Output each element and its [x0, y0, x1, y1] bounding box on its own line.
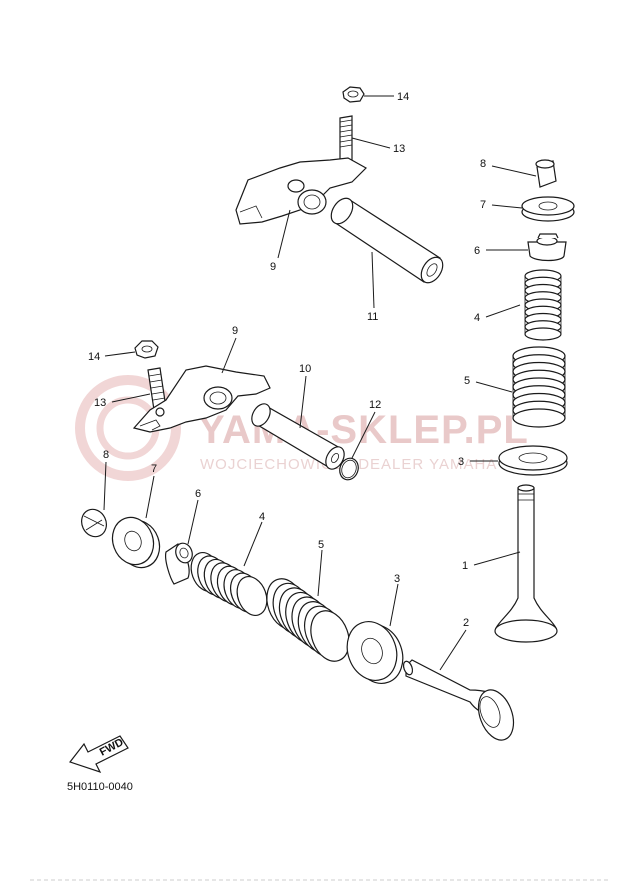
rocker-shaft-mid [251, 403, 345, 470]
watermark-brand: YAMA-SKLEP.PL [198, 408, 529, 452]
diagram-code: 5H0110-0040 [67, 781, 133, 793]
spring-seat-left [346, 621, 404, 684]
spring-retainer-left [111, 516, 161, 569]
callout-14-mid: 14 [88, 351, 100, 363]
callout-14-top: 14 [397, 91, 409, 103]
callout-5-left: 5 [318, 539, 324, 551]
callout-8-right: 8 [480, 158, 486, 170]
callout-1: 1 [462, 560, 468, 572]
callout-9-top: 9 [270, 261, 276, 273]
callout-9-mid: 9 [232, 325, 238, 337]
locknut-top [342, 86, 365, 103]
callout-6-right: 6 [474, 245, 480, 257]
valve-spring-inner-right [524, 269, 562, 341]
callout-6-left: 6 [195, 488, 201, 500]
callout-5-right: 5 [464, 375, 470, 387]
adjuster-screw-top [339, 115, 353, 163]
callout-10: 10 [299, 363, 311, 375]
callout-13-top: 13 [393, 143, 405, 155]
valve-spring-inner-left [190, 552, 268, 616]
callout-4-left: 4 [259, 511, 265, 523]
callout-12: 12 [369, 399, 381, 411]
locknut-mid [134, 340, 159, 359]
intake-valve [494, 484, 558, 643]
callout-3-left: 3 [394, 573, 400, 585]
valve-cotter-right [535, 159, 557, 188]
spring-retainer-right [521, 196, 575, 222]
spring-seat-right [498, 445, 568, 476]
callout-4-right: 4 [474, 312, 480, 324]
o-ring [339, 457, 359, 481]
valve-spring-outer-right [512, 346, 566, 428]
callout-8-left: 8 [103, 449, 109, 461]
callout-3-right: 3 [458, 456, 464, 468]
callout-11: 11 [367, 311, 378, 323]
watermark: YAMA-SKLEP.PL WOJCIECHOWICZ | DEALER YAM… [75, 375, 529, 481]
rocker-arm-top [235, 157, 367, 225]
fwd-arrow-icon: FWD [69, 735, 129, 774]
exhaust-valve [402, 659, 515, 741]
rocker-shaft-top [330, 197, 444, 284]
valve-stem-seal-left [165, 542, 193, 585]
callout-7-right: 7 [480, 199, 486, 211]
valve-cotter-left [81, 508, 107, 538]
callout-2: 2 [463, 617, 469, 629]
callout-13-mid: 13 [94, 397, 106, 409]
callout-7-left: 7 [151, 463, 157, 475]
valve-stem-seal-right [527, 233, 567, 262]
rocker-arm-mid [132, 365, 271, 433]
valve-spring-outer-left [266, 578, 350, 662]
